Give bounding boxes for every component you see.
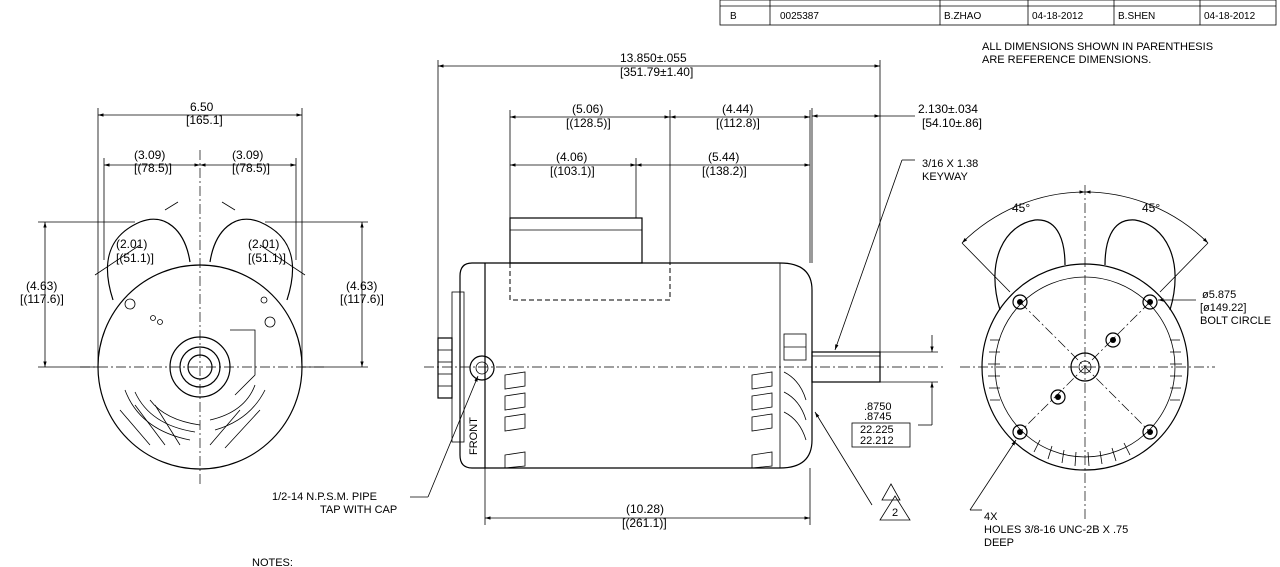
- flag-note: 2: [892, 507, 898, 519]
- overall-length-dim: 13.850±.055: [620, 51, 687, 65]
- rev-letter: B: [730, 11, 737, 22]
- right-half-dim-mm: [(78.5)]: [232, 161, 270, 175]
- right-lobe-dim: (2.01): [248, 237, 279, 251]
- shaft-dia-2: .8745: [864, 411, 892, 423]
- appd-date: 04-18-2012: [1204, 11, 1256, 22]
- appd-by: B.SHEN: [1118, 11, 1155, 22]
- angle-left-label: 45°: [1012, 201, 1030, 215]
- rev-date: 04-18-2012: [1032, 11, 1084, 22]
- left-half-dim-mm: [(78.5)]: [134, 161, 172, 175]
- box-b-dim-mm: [(112.8)]: [716, 116, 760, 130]
- bolt-circle-line3: BOLT CIRCLE: [1200, 315, 1271, 327]
- box-a-dim: (5.06): [572, 102, 603, 116]
- left-width-dim: 6.50: [190, 100, 214, 114]
- keyway-line2: KEYWAY: [922, 171, 969, 183]
- side-view: 13.850±.055 [351.79±1.40] (5.06) [(128.5…: [272, 51, 982, 530]
- holes-line1: 4X: [984, 511, 998, 523]
- right-flange-view: 45° 45° ø5.875 [ø149.22] BOLT CIRCLE 4X …: [960, 185, 1271, 549]
- rev-by: B.ZHAO: [944, 11, 981, 22]
- ecn-number: 0025387: [780, 11, 819, 22]
- right-lobe-dim-mm: [(51.1)]: [248, 251, 286, 265]
- box-d-dim: (5.44): [708, 150, 739, 164]
- shaft-dia-mm-1: 22.225: [860, 424, 894, 436]
- reference-note-line2: ARE REFERENCE DIMENSIONS.: [982, 54, 1151, 66]
- body-length-dim: (10.28): [626, 502, 664, 516]
- shaft-dia-1: .8750: [864, 401, 892, 413]
- box-d-dim-mm: [(138.2)]: [702, 164, 747, 178]
- pipe-tap-line1: 1/2-14 N.P.S.M. PIPE: [272, 491, 377, 503]
- reference-note-line1: ALL DIMENSIONS SHOWN IN PARENTHESIS: [982, 41, 1213, 53]
- left-lobe-dim-mm: [(51.1)]: [116, 251, 154, 265]
- right-height-dim-mm: [(117.6)]: [340, 292, 384, 306]
- shaft-ext-dim-mm: [54.10±.86]: [922, 116, 982, 130]
- right-height-dim: (4.63): [346, 279, 377, 293]
- shaft-dia-mm-2: 22.212: [860, 435, 894, 447]
- left-height-dim: (4.63): [26, 279, 57, 293]
- box-b-dim: (4.44): [722, 102, 753, 116]
- overall-length-dim-mm: [351.79±1.40]: [620, 65, 693, 79]
- holes-line2: HOLES 3/8-16 UNC-2B X .75: [984, 524, 1128, 536]
- box-a-dim-mm: [(128.5)]: [566, 116, 611, 130]
- body-length-dim-mm: [(261.1)]: [622, 516, 667, 530]
- left-height-dim-mm: [(117.6)]: [20, 292, 64, 306]
- shaft-ext-dim: 2.130±.034: [918, 102, 978, 116]
- bolt-circle-line1: ø5.875: [1202, 289, 1236, 301]
- box-c-dim-mm: [(103.1)]: [550, 164, 595, 178]
- left-lobe-dim: (2.01): [116, 237, 147, 251]
- keyway-line1: 3/16 X 1.38: [922, 158, 978, 170]
- front-label: FRONT: [468, 417, 480, 455]
- box-c-dim: (4.06): [556, 150, 587, 164]
- notes-label: NOTES:: [252, 557, 293, 567]
- bolt-circle-line2: [ø149.22]: [1200, 302, 1246, 314]
- left-end-view: 6.50 [165.1] (3.09) [(78.5)] (3.09) [(78…: [20, 100, 384, 485]
- holes-line3: DEEP: [984, 537, 1014, 549]
- left-half-dim: (3.09): [134, 148, 165, 162]
- left-width-dim-mm: [165.1]: [186, 113, 223, 127]
- revision-table: B 0025387 B.ZHAO 04-18-2012 B.SHEN 04-18…: [719, 0, 1277, 26]
- angle-right-label: 45°: [1142, 201, 1160, 215]
- pipe-tap-line2: TAP WITH CAP: [320, 504, 397, 516]
- right-half-dim: (3.09): [232, 148, 263, 162]
